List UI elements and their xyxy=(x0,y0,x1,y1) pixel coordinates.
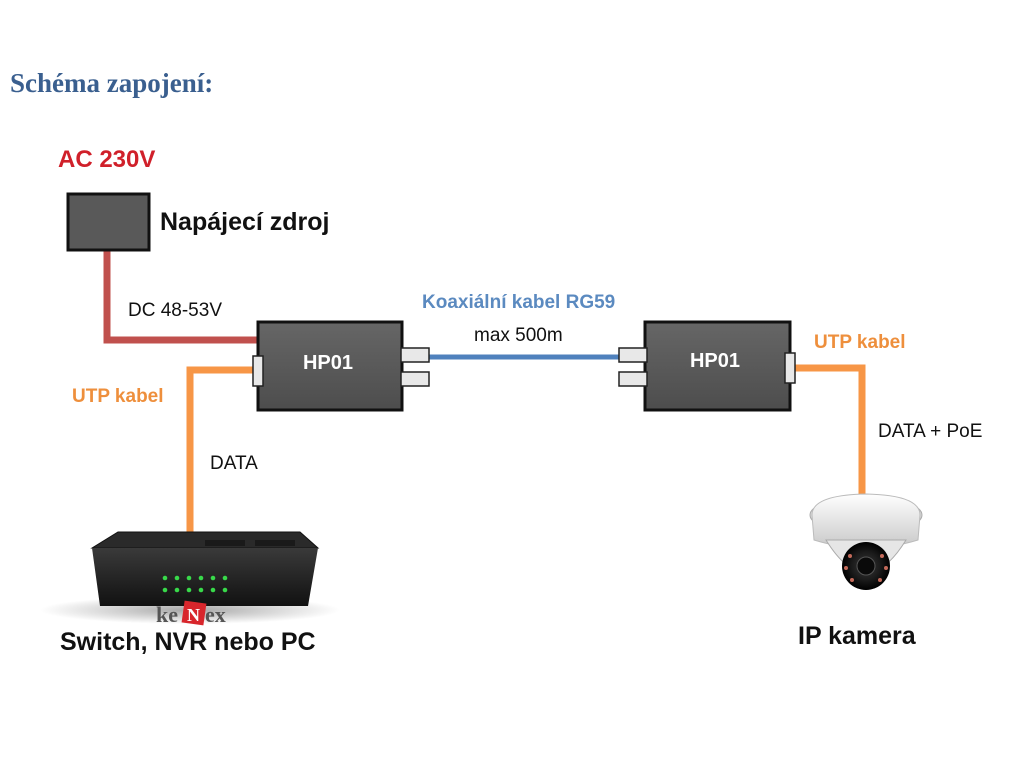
dc-voltage-label: DC 48-53V xyxy=(128,300,222,321)
data-left-label: DATA xyxy=(210,453,258,474)
hp01-right-label: HP01 xyxy=(689,350,741,372)
page-title: Schéma zapojení: xyxy=(10,68,214,98)
svg-text:N: N xyxy=(187,605,200,625)
ip-camera-image xyxy=(809,493,923,590)
power-supply-label: Napájecí zdroj xyxy=(160,208,330,236)
network-switch-image xyxy=(40,531,340,624)
coax-cable-label: Koaxiální kabel RG59 xyxy=(422,292,616,313)
camera-label: IP kamera xyxy=(798,622,916,650)
kenex-logo: ke N ex xyxy=(156,600,226,627)
svg-text:ex: ex xyxy=(205,602,226,627)
hp01-left-device xyxy=(252,320,430,412)
power-supply-box xyxy=(66,192,151,252)
switch-label: Switch, NVR nebo PC xyxy=(60,628,316,656)
utp-left-label: UTP kabel xyxy=(72,386,164,407)
power-cable xyxy=(103,251,258,344)
data-poe-label: DATA + PoE xyxy=(878,421,983,442)
hp01-left-label: HP01 xyxy=(302,352,354,374)
utp-cable-left xyxy=(186,366,258,535)
svg-text:ke: ke xyxy=(156,602,178,627)
hp01-right-device xyxy=(618,320,796,412)
utp-right-label: UTP kabel xyxy=(814,332,906,353)
ac-power-label: AC 230V xyxy=(58,146,156,173)
utp-cable-right xyxy=(792,364,866,495)
max-length-label: max 500m xyxy=(474,325,563,346)
